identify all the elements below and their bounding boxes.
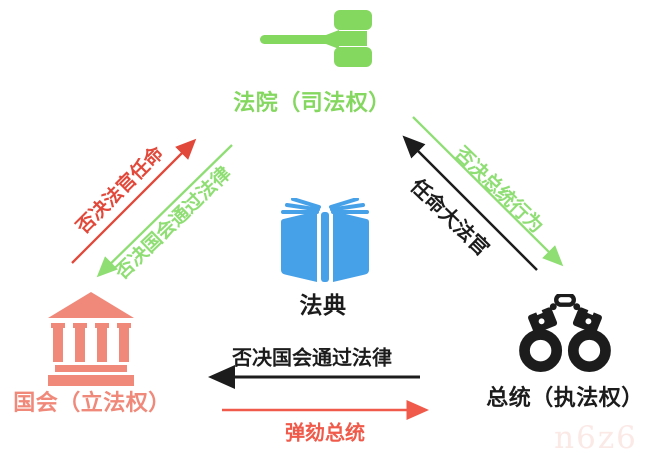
court-node-label: 法院（司法权） (233, 90, 391, 115)
president-node-label: 总统（执法权） (486, 385, 644, 410)
watermark-text: n6z6 (554, 420, 638, 456)
arrow-court-to-president (412, 116, 564, 267)
code-node-label: 法典 (299, 292, 347, 318)
capitol-building-icon (48, 292, 134, 386)
congress-node-label: 国会（立法权） (13, 390, 171, 415)
edge-label-veto-congress-laws-president: 否决国会通过法律 (232, 347, 392, 370)
arrow-congress-to-court (71, 138, 197, 264)
handcuffs-icon (519, 294, 611, 373)
law-book-icon (281, 198, 369, 282)
edge-label-impeach-president: 弹劾总统 (285, 422, 365, 445)
arrow-court-to-congress (96, 144, 233, 278)
arrow-president-to-court (402, 135, 538, 271)
gavel-icon (260, 10, 372, 67)
